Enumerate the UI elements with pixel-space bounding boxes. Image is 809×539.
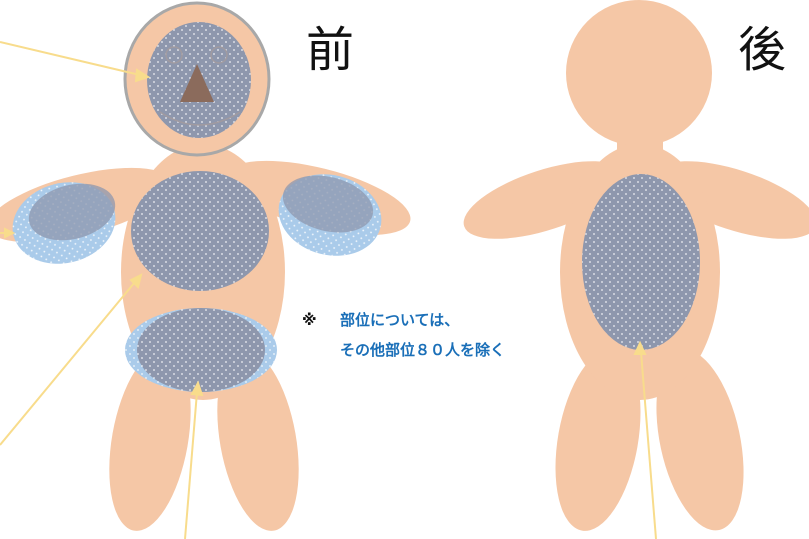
pointer-back	[640, 351, 657, 539]
pointer-head-arrow	[134, 68, 151, 83]
back-label: 後	[738, 22, 787, 78]
front-figure	[0, 1, 411, 531]
back-left-leg	[656, 349, 744, 531]
pointer-abdomen-arrow	[190, 380, 204, 397]
zone-left-arm	[278, 174, 382, 256]
front-label: 前	[306, 22, 355, 78]
left-eye	[210, 46, 228, 64]
zone-head	[147, 22, 251, 138]
nose-icon	[180, 64, 214, 102]
pointer-back-arrow	[633, 340, 647, 355]
back-figure	[463, 0, 809, 531]
zone-abdomen	[125, 308, 277, 392]
right-eye	[165, 46, 183, 64]
front-right-leg	[109, 349, 191, 531]
note-block: ※ 部位については、 その他部位８０人を除く	[302, 305, 505, 365]
note-line-2: その他部位８０人を除く	[340, 341, 506, 359]
pointer-abdomen	[184, 391, 198, 539]
reference-mark: ※	[302, 311, 317, 329]
pointer-lines	[0, 41, 657, 539]
pointer-arm-arrow	[4, 227, 16, 239]
zone-right-arm	[12, 182, 116, 264]
note-line-1: 部位については、	[340, 311, 460, 329]
zone-chest	[131, 171, 269, 291]
pointer-head	[0, 41, 141, 76]
front-left-leg	[217, 349, 299, 531]
pointer-chest-arrow	[129, 273, 143, 289]
mouth	[159, 111, 241, 126]
pointer-chest	[0, 281, 136, 446]
zone-back	[582, 174, 700, 350]
back-head	[566, 0, 712, 146]
